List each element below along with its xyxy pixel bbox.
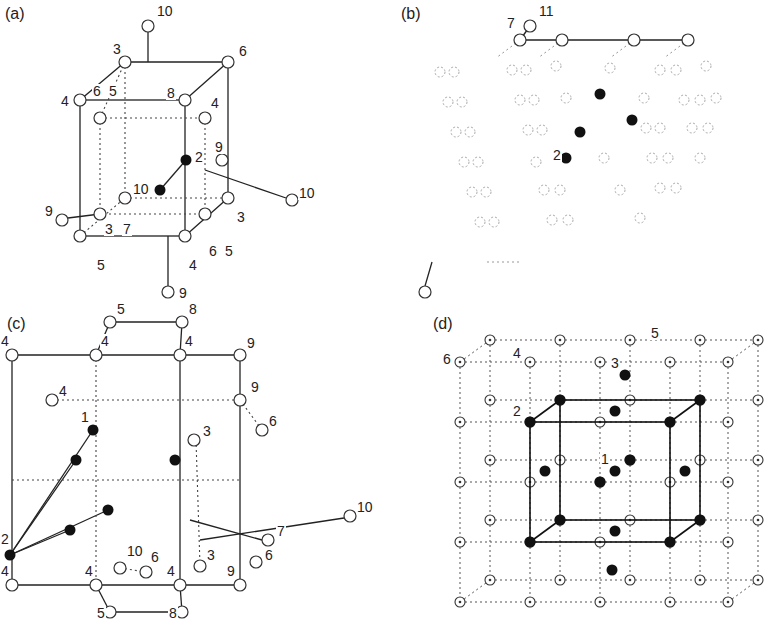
- atom-number: 9: [44, 204, 54, 218]
- atom-number: 5: [96, 606, 106, 620]
- atom-number: 10: [356, 500, 374, 514]
- atom-number: 2: [512, 404, 522, 418]
- atom-number: 3: [112, 42, 122, 56]
- panel-label: (b): [400, 6, 422, 22]
- atom-number: 10: [298, 186, 316, 200]
- atom-number: 9: [246, 336, 256, 350]
- atom-number: 1: [80, 410, 90, 424]
- atom-number: 5: [108, 84, 118, 98]
- atom-number: 6: [238, 44, 248, 58]
- atom-number: 4: [84, 564, 94, 578]
- atom-number: 4: [100, 334, 110, 348]
- atom-number: 3: [104, 222, 114, 236]
- atom-number: 5: [650, 326, 660, 340]
- panel-label: (c): [6, 316, 27, 332]
- atom-number: 9: [250, 380, 260, 394]
- atom-number: 6: [150, 550, 160, 564]
- atom-number: 2: [552, 148, 562, 162]
- atom-number: 6: [92, 84, 102, 98]
- atom-number: 4: [58, 384, 68, 398]
- atom-number: 7: [506, 16, 516, 30]
- atom-number: 5: [96, 258, 106, 272]
- atom-number: 8: [166, 86, 176, 100]
- atom-number: 2: [194, 150, 204, 164]
- atom-number: 2: [0, 532, 10, 546]
- atom-number: 7: [122, 222, 132, 236]
- atom-number: 4: [184, 334, 194, 348]
- atom-number: 7: [276, 524, 286, 538]
- atom-number: 4: [166, 564, 176, 578]
- atom-number: 9: [178, 286, 188, 300]
- atom-number: 4: [0, 564, 10, 578]
- atom-number: 10: [156, 4, 174, 18]
- atom-number: 4: [210, 96, 220, 110]
- atom-number: 5: [116, 302, 126, 316]
- atom-number: 4: [512, 346, 522, 360]
- atom-number: 10: [126, 544, 144, 558]
- atom-number: 8: [188, 302, 198, 316]
- atom-number: 3: [610, 356, 620, 370]
- atom-number: 5: [224, 244, 234, 258]
- atom-number: 10: [132, 182, 150, 196]
- atom-number: 11: [538, 4, 555, 18]
- atom-number: 3: [202, 424, 212, 438]
- atom-number: 9: [214, 140, 224, 154]
- panel-label: (d): [432, 316, 454, 332]
- atom-number: 4: [188, 258, 198, 272]
- atom-number: 4: [60, 94, 70, 108]
- atom-number: 6: [442, 352, 452, 366]
- atom-number: 6: [268, 414, 278, 428]
- atom-number: 4: [0, 334, 10, 348]
- atom-number: 6: [264, 548, 274, 562]
- panel-label: (a): [4, 6, 26, 22]
- atom-number: 9: [226, 564, 236, 578]
- atom-number: 3: [236, 210, 246, 224]
- atom-number: 8: [168, 606, 178, 620]
- atom-number: 3: [206, 548, 216, 562]
- atom-number: 1: [600, 452, 610, 466]
- atom-number: 6: [208, 244, 218, 258]
